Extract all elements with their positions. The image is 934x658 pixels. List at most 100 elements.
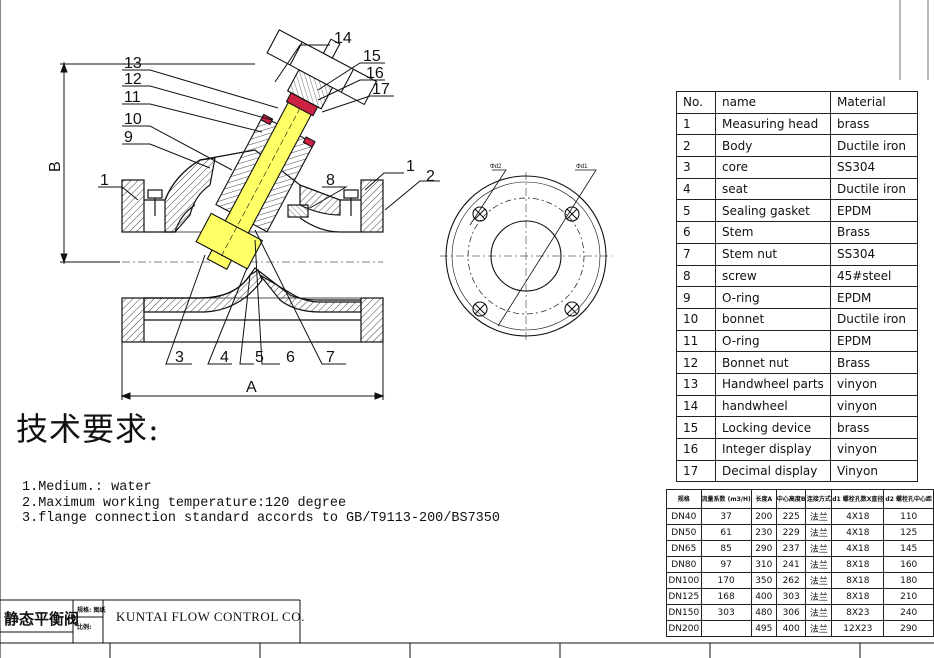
size-spec-table: 规格 流量系数 (m3/H) 长度A 中心高度B 连接方式 d1 螺栓孔数X直径… <box>666 489 934 637</box>
size-cell: 210 <box>883 588 934 605</box>
parts-cell-no: 13 <box>676 372 716 396</box>
parts-cell-name: O-ring <box>715 286 831 309</box>
size-cell: 303 <box>775 588 807 605</box>
callout-12: 12 <box>124 71 142 88</box>
size-cell: 240 <box>883 604 934 621</box>
size-cell: DN80 <box>666 556 702 573</box>
parts-cell-name: handwheel <box>715 394 831 418</box>
parts-header-material: Material <box>830 91 918 114</box>
size-cell: DN150 <box>666 604 702 621</box>
parts-cell-name: O-ring <box>715 329 831 353</box>
size-cell <box>700 620 752 637</box>
size-cell: 12X23 <box>831 620 885 637</box>
parts-cell-name: Integer display <box>715 438 831 461</box>
size-cell: 85 <box>700 540 752 557</box>
callout-numbers: 14 15 16 17 13 12 11 10 9 1 8 1 2 3 4 5 … <box>47 30 435 396</box>
callout-15: 15 <box>363 48 381 65</box>
size-cell: 法兰 <box>805 604 833 621</box>
parts-cell-name: Body <box>715 134 831 158</box>
callout-13: 13 <box>124 55 142 72</box>
size-cell: 8X23 <box>831 604 885 621</box>
parts-cell-material: vinyon <box>830 394 918 418</box>
flange-d2-label: Φd2 <box>490 164 502 170</box>
size-cell: 160 <box>883 556 934 573</box>
parts-cell-material: brass <box>830 416 918 439</box>
callout-4: 4 <box>220 349 229 366</box>
callout-17: 17 <box>372 81 390 98</box>
parts-cell-name: Sealing gasket <box>715 199 831 223</box>
parts-cell-no: 5 <box>676 199 716 223</box>
size-cell: 290 <box>750 540 777 557</box>
parts-cell-material: EPDM <box>830 329 918 353</box>
parts-cell-no: 11 <box>676 329 716 353</box>
tech-requirements-list: 1.Medium.: water 2.Maximum working tempe… <box>22 480 500 527</box>
parts-cell-material: vinyon <box>830 438 918 461</box>
parts-cell-name: bonnet <box>715 307 831 331</box>
parts-cell-material: Ductile iron <box>830 134 918 158</box>
size-cell: 168 <box>700 588 752 605</box>
callout-2: 2 <box>426 168 435 185</box>
callout-1-right: 1 <box>406 158 415 175</box>
parts-cell-material: EPDM <box>830 199 918 223</box>
parts-cell-material: Ductile iron <box>830 177 918 201</box>
parts-cell-no: 16 <box>676 438 716 461</box>
size-cell: 145 <box>883 540 934 557</box>
tech-requirement-item: 2.Maximum working temperature:120 degree <box>22 495 347 511</box>
size-cell: 495 <box>750 620 777 637</box>
parts-cell-name: seat <box>715 177 831 201</box>
size-cell: 290 <box>883 620 934 637</box>
size-cell: DN125 <box>666 588 702 605</box>
size-cell: DN50 <box>666 524 702 541</box>
callout-10: 10 <box>124 111 142 128</box>
parts-header-name: name <box>715 91 831 114</box>
parts-cell-material: brass <box>830 112 918 136</box>
parts-cell-material: Brass <box>830 221 918 244</box>
parts-cell-no: 4 <box>676 177 716 201</box>
tech-requirement-item: 1.Medium.: water <box>22 480 152 495</box>
parts-cell-no: 3 <box>676 156 716 179</box>
size-cell: DN40 <box>666 508 702 525</box>
parts-cell-material: SS304 <box>830 156 918 179</box>
callout-7: 7 <box>326 349 335 366</box>
size-cell: 4X18 <box>831 540 885 557</box>
flange-d1-label: Φd1 <box>576 164 588 170</box>
parts-cell-name: Bonnet nut <box>715 351 831 374</box>
valve-bonnet-stem <box>195 29 378 270</box>
parts-cell-no: 17 <box>676 459 716 483</box>
size-cell: 400 <box>775 620 807 637</box>
size-cell: 303 <box>700 604 752 621</box>
callout-9: 9 <box>124 129 133 146</box>
size-cell: DN65 <box>666 540 702 557</box>
size-cell: 8X18 <box>831 588 885 605</box>
dimension-b-label: B <box>47 161 64 172</box>
title-block-company: KUNTAI FLOW CONTROL CO. <box>116 609 305 624</box>
size-header-cell: 连接方式 <box>805 489 833 509</box>
parts-cell-material: Brass <box>830 351 918 374</box>
size-cell: 170 <box>700 572 752 589</box>
size-cell: 法兰 <box>805 572 833 589</box>
size-cell: 200 <box>750 508 777 525</box>
size-cell: 480 <box>750 604 777 621</box>
callout-8: 8 <box>326 172 335 189</box>
title-block-scale: 比例: <box>77 624 92 631</box>
size-cell: DN100 <box>666 572 702 589</box>
